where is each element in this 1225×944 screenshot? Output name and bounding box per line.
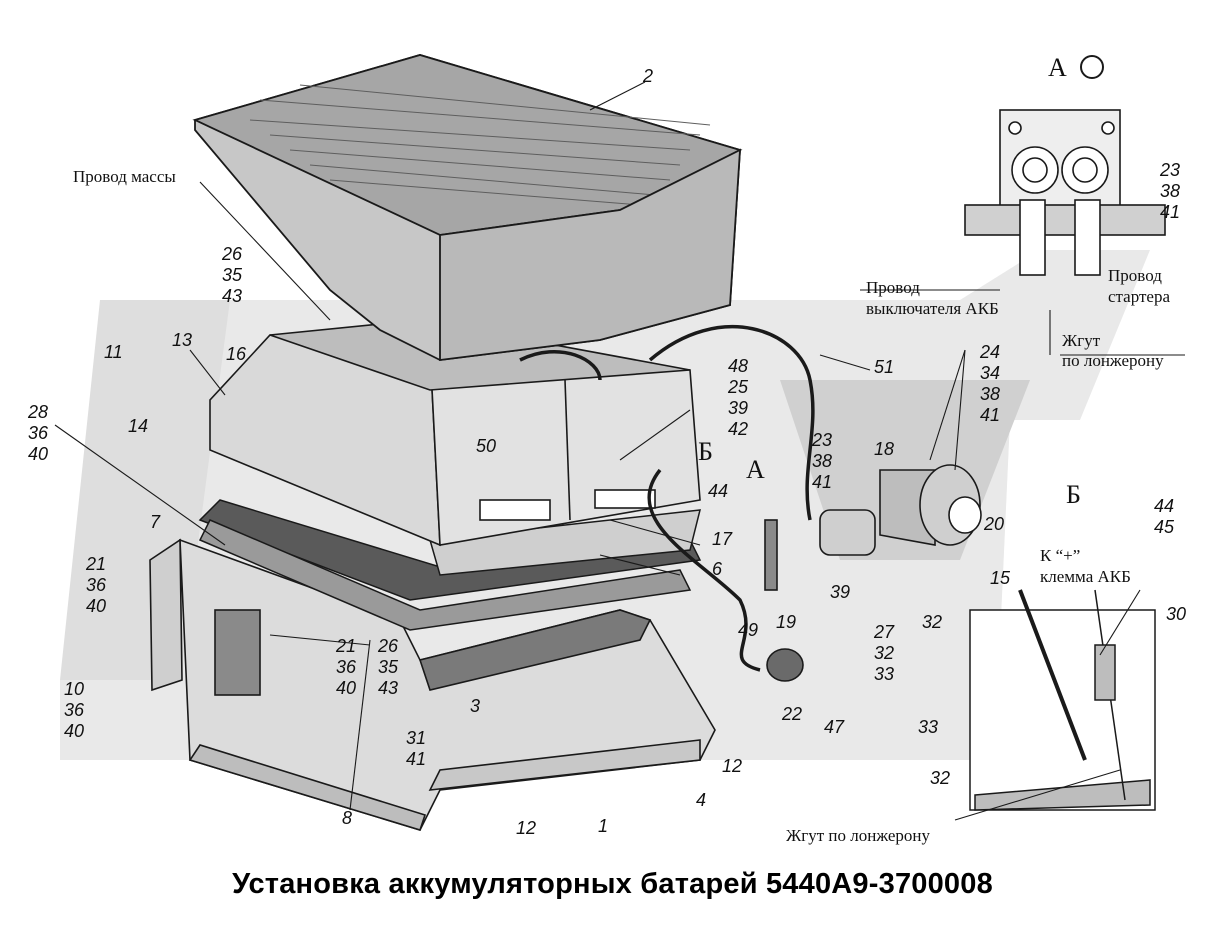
part-28-group-3: 40 [28, 444, 48, 464]
battery-cover [192, 54, 743, 362]
part-21-group-a-1: 21 [85, 554, 106, 574]
view-b-detail [969, 589, 1156, 811]
cables [519, 325, 815, 672]
starter-wire-label-2: стартера [1108, 287, 1170, 306]
part-48-group-1: 48 [728, 356, 748, 376]
part-8: 8 [342, 808, 352, 828]
switch-wire-label-2: выключателя АКБ [866, 299, 999, 318]
part-20: 20 [983, 514, 1004, 534]
part-19: 19 [776, 612, 796, 632]
part-27-group-3: 33 [874, 664, 894, 684]
leader-lines [54, 81, 1185, 821]
view-a-detail [964, 55, 1166, 276]
part-44-group-2: 45 [1154, 517, 1175, 537]
part-30: 30 [1166, 604, 1186, 624]
ground-wire-label: Провод массы [73, 167, 176, 186]
part-28-group-2: 36 [28, 423, 49, 443]
part-48-group-4: 42 [728, 419, 748, 439]
part-6: 6 [712, 559, 723, 579]
part-23-group-a-3: 41 [812, 472, 832, 492]
part-50: 50 [476, 436, 496, 456]
part-27-group-1: 27 [873, 622, 895, 642]
harness-bottom-label: Жгут по лонжерону [786, 826, 930, 845]
callout-b: Б [698, 437, 713, 466]
part-24-group-4: 41 [980, 405, 1000, 425]
part-23-group-a-1: 23 [811, 430, 832, 450]
part-26-group-a-3: 43 [222, 286, 242, 306]
part-49: 49 [738, 620, 758, 640]
part-26-group-b-3: 43 [378, 678, 398, 698]
switch-wire-label-1: Провод [866, 278, 920, 297]
part-23-group-b-3: 41 [1160, 202, 1180, 222]
part-14: 14 [128, 416, 148, 436]
part-31-group-1: 31 [406, 728, 426, 748]
part-26-group-b-2: 35 [378, 657, 399, 677]
part-31-group-2: 41 [406, 749, 426, 769]
part-44: 44 [708, 481, 728, 501]
part-23-group-a-2: 38 [812, 451, 832, 471]
part-21-group-b-1: 21 [335, 636, 356, 656]
part-1: 1 [598, 816, 608, 836]
part-12b: 12 [516, 818, 536, 838]
part-10-group-1: 10 [64, 679, 84, 699]
harness-label-1: Жгут [1062, 331, 1101, 350]
part-27-group-2: 32 [874, 643, 894, 663]
part-17: 17 [712, 529, 733, 549]
part-28-group-1: 28 [27, 402, 48, 422]
part-48-group-2: 25 [727, 377, 749, 397]
part-12a: 12 [722, 756, 742, 776]
part-22: 22 [781, 704, 802, 724]
view-a-heading: А [1048, 53, 1067, 82]
part-15: 15 [990, 568, 1011, 588]
view-b-heading: Б [1066, 480, 1081, 509]
callout-a: А [746, 455, 765, 484]
part-26-group-a-1: 26 [221, 244, 243, 264]
part-3: 3 [470, 696, 480, 716]
part-21-group-b-2: 36 [336, 657, 357, 677]
part-21-group-b-3: 40 [336, 678, 356, 698]
part-51: 51 [874, 357, 894, 377]
part-39: 39 [830, 582, 850, 602]
part-32b: 32 [930, 768, 950, 788]
part-18: 18 [874, 439, 894, 459]
part-24-group-1: 24 [979, 342, 1000, 362]
page-title: Установка аккумуляторных батарей 5440А9-… [232, 868, 993, 900]
part-23-group-b-1: 23 [1159, 160, 1180, 180]
part-48-group-3: 39 [728, 398, 748, 418]
part-10-group-2: 36 [64, 700, 85, 720]
battery-tray-frame [149, 538, 716, 831]
part-32a: 32 [922, 612, 942, 632]
part-24-group-2: 34 [980, 363, 1000, 383]
harness-label-2: по лонжерону [1062, 351, 1164, 370]
part-10-group-3: 40 [64, 721, 84, 741]
part-47: 47 [824, 717, 845, 737]
plus-terminal-label-1: К “+” [1040, 546, 1080, 565]
part-4: 4 [696, 790, 706, 810]
part-23-group-b-2: 38 [1160, 181, 1180, 201]
starter-wire-label-1: Провод [1108, 266, 1162, 285]
part-24-group-3: 38 [980, 384, 1000, 404]
part-26-group-a-2: 35 [222, 265, 243, 285]
part-26-group-b-1: 26 [377, 636, 399, 656]
part-33: 33 [918, 717, 938, 737]
part-21-group-a-3: 40 [86, 596, 106, 616]
part-13: 13 [172, 330, 192, 350]
part-2: 2 [642, 66, 653, 86]
plus-terminal-label-2: клемма АКБ [1040, 567, 1131, 586]
part-44-group-1: 44 [1154, 496, 1174, 516]
part-11: 11 [104, 342, 123, 362]
part-7: 7 [150, 512, 161, 532]
battery-switch-assembly [764, 464, 982, 682]
part-16: 16 [226, 344, 247, 364]
part-21-group-a-2: 36 [86, 575, 107, 595]
